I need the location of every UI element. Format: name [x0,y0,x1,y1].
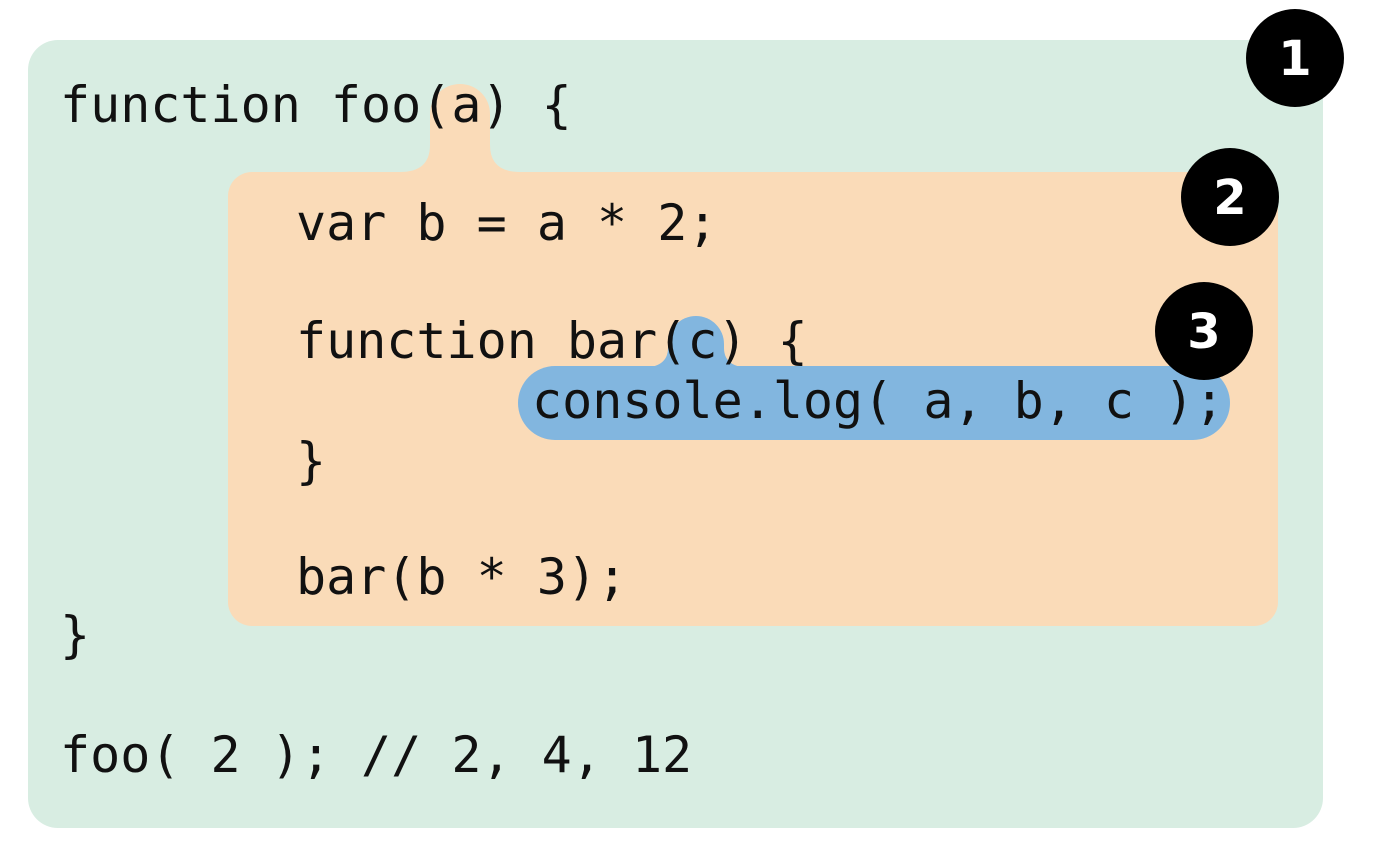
code-line-foo-close: } [60,606,90,664]
scope-badge-3-label: 3 [1187,304,1220,360]
scope-badge-2: 2 [1181,148,1279,246]
code-line-console-log: console.log( a, b, c ); [532,372,1224,430]
bar-scope-bubble [518,316,1230,440]
code-line-bar-close: } [296,432,326,490]
scope-badge-1-label: 1 [1278,31,1311,87]
code-line-foo-declaration: function foo(a) { [60,76,572,134]
code-line-bar-declaration: function bar(c) { [296,312,808,370]
scope-badge-2-label: 2 [1213,170,1246,226]
scope-badge-1: 1 [1246,9,1344,107]
code-line-bar-call: bar(b * 3); [296,548,627,606]
code-line-var-b: var b = a * 2; [296,194,717,252]
scope-badge-3: 3 [1155,282,1253,380]
code-line-foo-call: foo( 2 ); // 2, 4, 12 [60,726,692,784]
